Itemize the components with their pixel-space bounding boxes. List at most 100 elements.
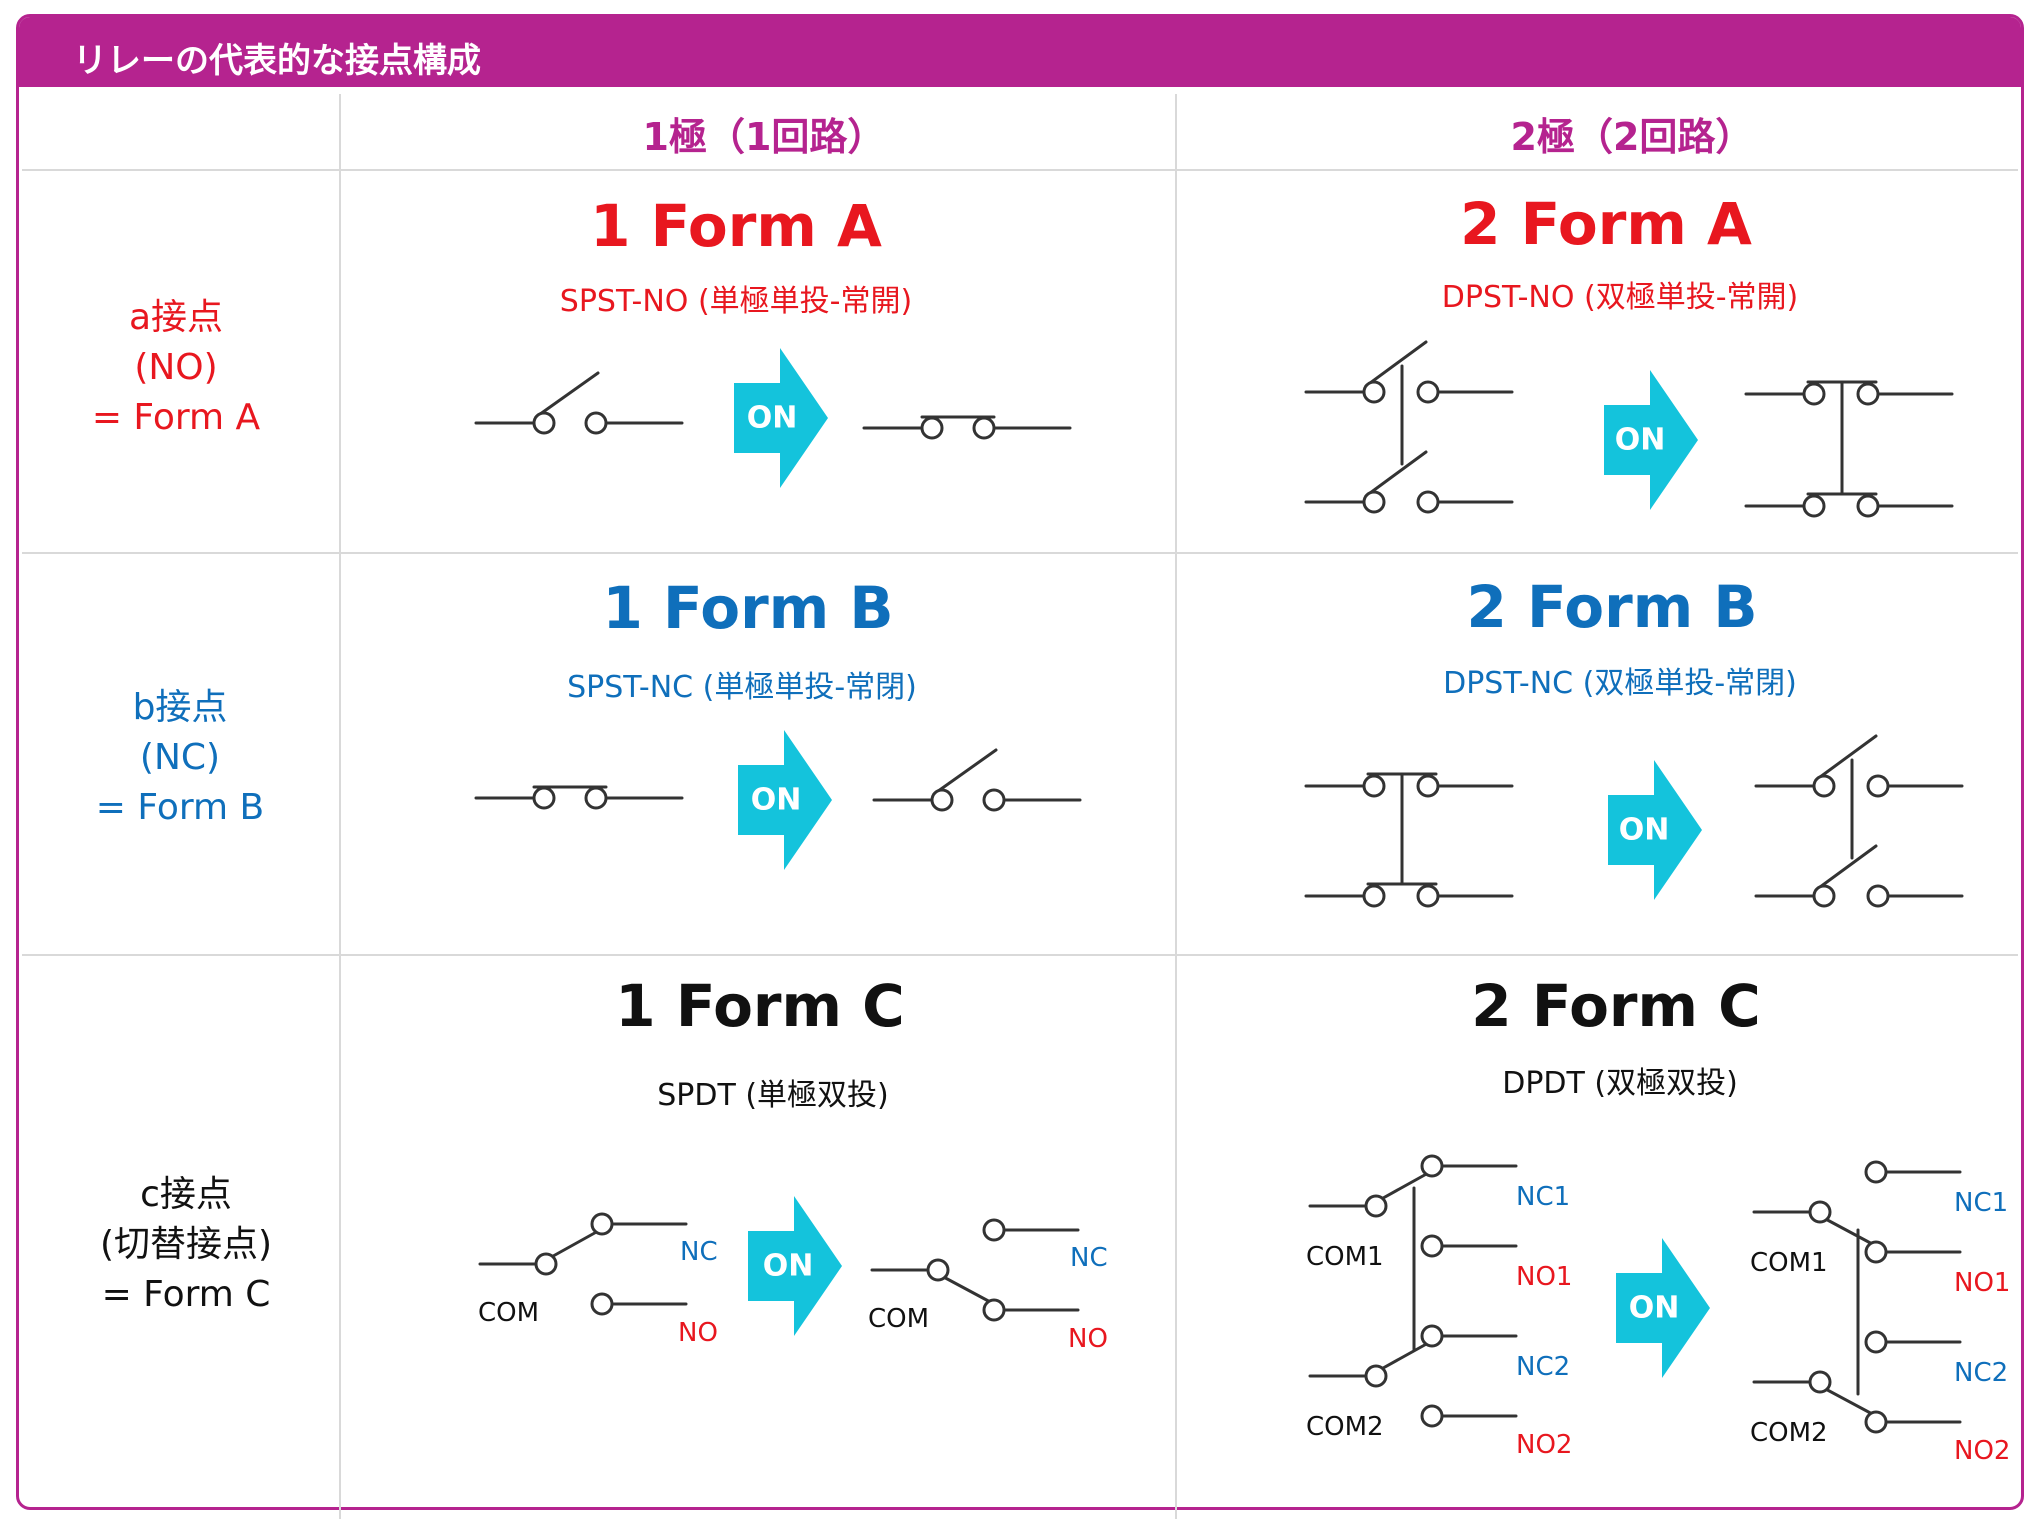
a2-after-t-l1 [1802,382,1826,406]
label-c2-com1-before: COM1 [1306,1242,1384,1272]
label-c1-no-before: NO [678,1318,718,1348]
title-2-form-a: 2 Form A [1460,190,1752,258]
label-c1-com-after: COM [868,1304,930,1334]
b2-before-t-r2 [1416,884,1440,908]
column-header-1pole: 1極（1回路） [642,115,886,159]
title-1-form-a: 1 Form A [590,192,882,260]
label-c2-com2-after: COM2 [1750,1418,1828,1448]
label-c2-no2-after: NO2 [1954,1436,2011,1466]
c2-before-pole2-arm [1374,1340,1432,1374]
c2-before-pole1-no-terminal [1420,1234,1444,1258]
b1-after-contact-arm [932,748,998,796]
row-b-name: b接点 [132,687,228,728]
b1-before-terminal-left [532,786,556,810]
a2-before-t-r1 [1416,380,1440,404]
on-label-b1: ON [750,782,802,818]
subtitle-2-form-c: DPDT (双極双投) [1502,1066,1738,1101]
on-arrow-b2 [1608,760,1702,900]
a2-before-t-r2 [1416,490,1440,514]
title-bar: リレーの代表的な接点構成 [19,17,2021,87]
row-a-name: a接点 [128,297,224,338]
label-c1-no-after: NO [1068,1324,1108,1354]
b2-after-arm-1 [1814,734,1878,782]
on-label-b2: ON [1618,812,1670,848]
on-arrow-c1 [748,1196,842,1336]
on-arrow-a2 [1604,370,1698,510]
a1-before-contact-arm [534,371,600,419]
a1-after-terminal-left [920,416,944,440]
a1-before-terminal-right [584,411,608,435]
c2-after-pole1-com-terminal [1808,1200,1832,1224]
a2-before-t-l2 [1362,490,1386,514]
row-c-form: = Form C [101,1274,271,1315]
title-1-form-c: 1 Form C [615,972,905,1040]
c1-after-arm [936,1272,996,1306]
c2-after-pole1-nc-terminal [1864,1160,1888,1184]
a2-before-arm-2 [1364,450,1428,498]
b2-after-t-r1 [1866,774,1890,798]
label-c2-nc1-after: NC1 [1954,1188,2009,1218]
row-header-b: b接点 (NC) = Form B [96,683,264,833]
label-c2-no2-before: NO2 [1516,1430,1573,1460]
on-label-a2: ON [1614,422,1666,458]
subtitle-2-form-b: DPST-NC (双極単投-常閉) [1443,666,1797,701]
c2-after-pole2-nc-terminal [1864,1330,1888,1354]
c1-before-arm [544,1228,602,1262]
a2-after-t-l2 [1802,494,1826,518]
row-a-code: (NO) [134,347,218,388]
column-header-2pole: 2極（2回路） [1510,115,1754,159]
label-c2-no1-after: NO1 [1954,1268,2011,1298]
diagram-frame: リレーの代表的な接点構成 [16,14,2024,1510]
c2-before-pole1-com-terminal [1364,1194,1388,1218]
on-label-c2: ON [1628,1290,1680,1326]
label-c2-nc2-after: NC2 [1954,1358,2009,1388]
c2-after-pole2-com-terminal [1808,1370,1832,1394]
on-label-a1: ON [746,400,798,436]
on-arrow-b1 [738,730,832,870]
c2-before-pole1-arm [1374,1170,1432,1204]
c2-before-pole1-nc-terminal [1420,1154,1444,1178]
row-b-code: (NC) [139,737,221,778]
c2-before-pole2-nc-terminal [1420,1324,1444,1348]
b2-after-t-l2 [1812,884,1836,908]
a1-before-terminal-left [532,411,556,435]
b2-before-t-l1 [1362,774,1386,798]
label-c2-nc2-before: NC2 [1516,1352,1571,1382]
label-c1-com-before: COM [478,1298,540,1328]
label-c1-nc-before: NC [680,1237,718,1267]
c2-before-pole2-com-terminal [1364,1364,1388,1388]
c2-after-pole1-arm [1818,1214,1878,1248]
diagram-title: リレーの代表的な接点構成 [73,41,481,81]
a2-after-t-r1 [1856,382,1880,406]
b1-after-terminal-right [982,788,1006,812]
row-c-code: (切替接点) [99,1224,273,1265]
c1-before-com-terminal [534,1252,558,1276]
on-label-c1: ON [762,1248,814,1284]
label-c2-com2-before: COM2 [1306,1412,1384,1442]
a2-before-t-l1 [1362,380,1386,404]
title-2-form-c: 2 Form C [1471,972,1761,1040]
c2-after-pole2-no-terminal [1864,1410,1888,1434]
row-b-form: = Form B [95,787,265,828]
b2-after-arm-2 [1814,844,1878,892]
b2-before-t-r1 [1416,774,1440,798]
subtitle-1-form-a: SPST-NO (単極単投-常開) [559,284,913,319]
c2-before-pole2-no-terminal [1420,1404,1444,1428]
switch-schematics [474,340,1964,1434]
on-arrow-c2 [1616,1238,1710,1378]
title-1-form-b: 1 Form B [602,574,894,642]
on-arrow-a1 [734,348,828,488]
label-c2-no1-before: NO1 [1516,1262,1573,1292]
row-a-form: = Form A [91,397,261,438]
label-c2-com1-after: COM1 [1750,1248,1828,1278]
c1-before-nc-terminal [590,1212,614,1236]
c2-after-pole2-arm [1818,1384,1878,1418]
row-header-a: a接点 (NO) = Form A [92,293,260,443]
a2-before-arm-1 [1364,340,1428,388]
subtitle-1-form-b: SPST-NC (単極単投-常閉) [567,670,917,705]
row-c-name: c接点 [140,1174,232,1215]
c1-after-no-terminal [982,1298,1006,1322]
c1-after-nc-terminal [982,1218,1006,1242]
b2-before-t-l2 [1362,884,1386,908]
